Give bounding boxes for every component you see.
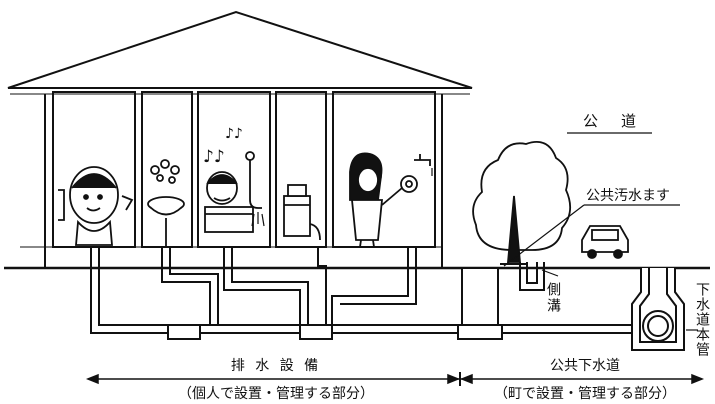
responsibility-arrows	[85, 372, 705, 386]
label-drainage-facilities: 排 水 設 備	[231, 358, 321, 374]
tree-icon	[472, 140, 572, 265]
label-public-sewer-basin: 公共汚水ます	[586, 188, 670, 204]
label-public-responsibility: （町で設置・管理する部分）	[494, 386, 676, 402]
label-public-road: 公 道	[583, 112, 640, 130]
leader-lines	[503, 132, 698, 331]
child-figure-icon	[58, 166, 134, 246]
kitchen-woman-icon	[349, 152, 433, 248]
wash-basin-icon	[147, 159, 185, 247]
private-drain-pipes	[90, 247, 648, 340]
music-notes: ♪♪	[203, 147, 225, 167]
label-main-sewer-pipe: 下水道本管	[694, 282, 710, 357]
washing-machine-icon	[283, 184, 321, 241]
main-sewer-manhole	[631, 268, 685, 351]
car-icon	[581, 225, 629, 259]
public-sewer-basin	[457, 267, 503, 340]
label-public-sewerage: 公共下水道	[550, 358, 620, 374]
label-side-ditch: 側溝	[545, 282, 561, 314]
bathing-person-icon	[204, 151, 265, 233]
music-notes-2: ♪♪	[225, 126, 243, 142]
side-ditch	[519, 262, 545, 291]
house-roof	[7, 10, 473, 95]
label-drainage-responsibility: （個人で設置・管理する部分）	[178, 386, 374, 402]
